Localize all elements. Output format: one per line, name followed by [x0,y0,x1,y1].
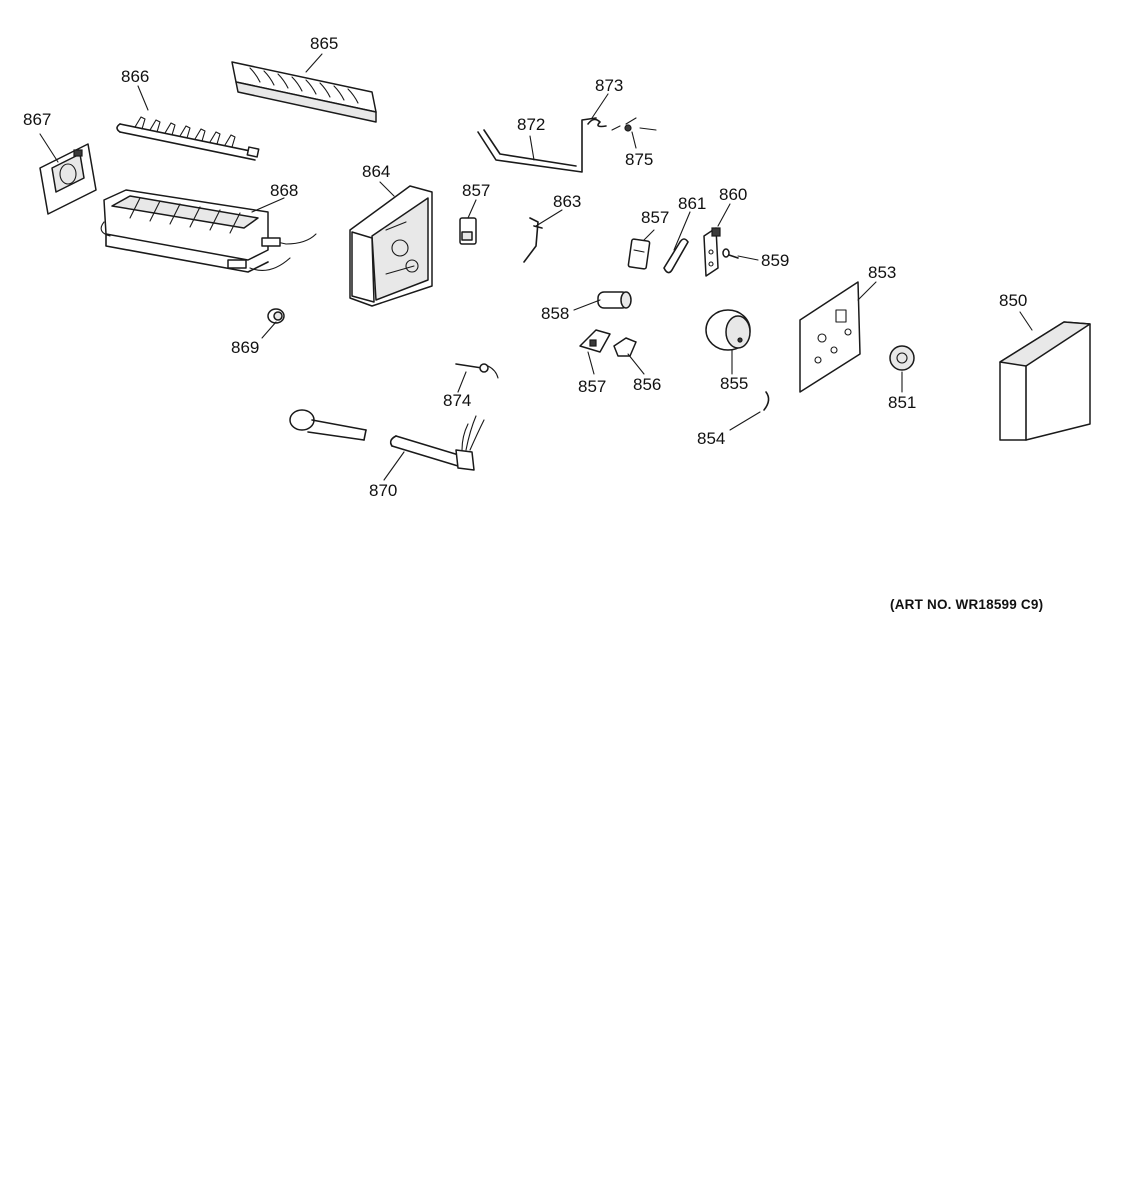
callout-870: 870 [369,481,397,500]
callout-872: 872 [517,115,545,134]
callout-867: 867 [23,110,51,129]
part-870-drawing [289,409,485,471]
callout-857-middle: 857 [641,208,669,227]
part-861-drawing [663,238,689,274]
part-857c-drawing [579,329,611,353]
callout-874: 874 [443,391,471,410]
callout-857-lower: 857 [578,377,606,396]
callout-868: 868 [270,181,298,200]
callout-864: 864 [362,162,390,181]
callout-labels: 865 866 867 868 864 857 872 873 875 863 … [23,34,1027,500]
art-number: (ART NO. WR18599 C9) [890,597,1044,612]
part-864-drawing [349,185,433,307]
part-856-drawing [613,337,637,357]
part-865-drawing [231,61,377,123]
callout-851: 851 [888,393,916,412]
part-874-drawing [455,363,499,379]
callout-860: 860 [719,185,747,204]
callout-866: 866 [121,67,149,86]
part-857b-drawing [627,238,651,270]
callout-859: 859 [761,251,789,270]
part-853-drawing [799,281,861,393]
callout-leaders [39,53,1033,481]
part-850-drawing [999,321,1091,441]
part-851-drawing [889,345,915,371]
part-875-drawing [611,117,657,132]
part-857a-drawing [459,217,477,245]
part-866-drawing [116,116,260,161]
part-873-drawing [587,118,607,128]
callout-854: 854 [697,429,725,448]
part-855-drawing [705,309,751,351]
callout-855: 855 [720,374,748,393]
callout-875: 875 [625,150,653,169]
part-867-drawing [39,143,97,215]
part-863-drawing [523,217,543,263]
part-860-drawing [703,227,721,277]
part-869-drawing [267,308,285,324]
callout-869: 869 [231,338,259,357]
callout-857-upper: 857 [462,181,490,200]
callout-850: 850 [999,291,1027,310]
callout-858: 858 [541,304,569,323]
callout-873: 873 [595,76,623,95]
part-872-drawing [477,117,597,173]
callout-863: 863 [553,192,581,211]
callout-853: 853 [868,263,896,282]
callout-856: 856 [633,375,661,394]
part-858-drawing [597,291,632,309]
part-854-drawing [763,391,770,411]
part-868-drawing [100,189,317,273]
part-859-drawing [722,248,739,259]
callout-861: 861 [678,194,706,213]
callout-865: 865 [310,34,338,53]
